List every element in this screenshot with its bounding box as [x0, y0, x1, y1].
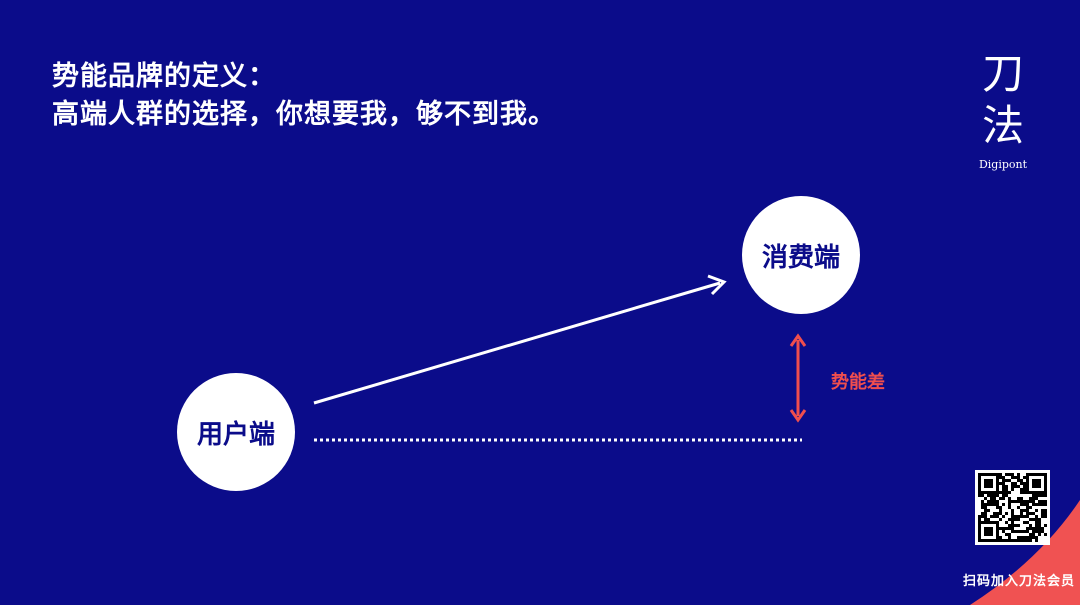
rise-arrow-line	[313, 281, 721, 405]
corner-wedge	[970, 500, 1080, 605]
gap-arrow-up-icon	[789, 333, 807, 347]
consumer-node: 消费端	[742, 196, 860, 314]
logo-char-2: 法	[981, 101, 1024, 150]
gap-arrow-down-icon	[789, 409, 807, 423]
qr-caption: 扫码加入刀法会员	[963, 574, 1076, 589]
page-title: 势能品牌的定义： 高端人群的选择，你想要我，够不到我。	[52, 58, 556, 134]
brand-logo: 刀 法 Digipont	[975, 48, 1031, 171]
logo-char-1: 刀	[981, 49, 1024, 98]
user-node-label: 用户端	[196, 419, 275, 450]
arrow-head-icon	[707, 274, 727, 296]
gap-label: 势能差	[831, 372, 885, 393]
user-node: 用户端	[177, 373, 295, 491]
qr-code[interactable]	[975, 470, 1050, 545]
title-line-2: 高端人群的选择，你想要我，够不到我。	[52, 99, 556, 130]
logo-subtitle: Digipont	[978, 158, 1028, 171]
consumer-node-label: 消费端	[761, 242, 840, 273]
title-line-1: 势能品牌的定义：	[52, 61, 276, 92]
